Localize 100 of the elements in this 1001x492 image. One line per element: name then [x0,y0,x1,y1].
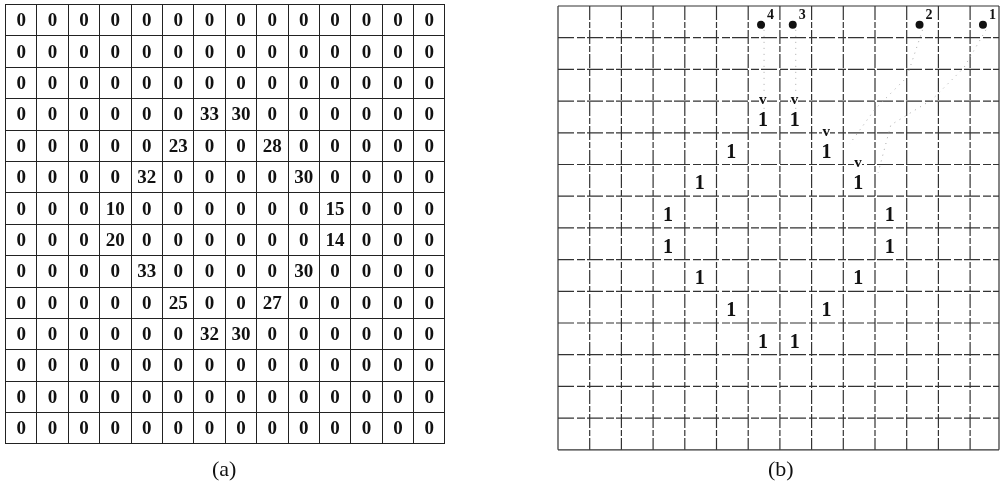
grid-number: 0 [47,417,58,439]
grid-number: 0 [204,40,215,62]
grid-number: 0 [361,9,372,31]
grid-number: 0 [393,9,403,31]
grid-number: 0 [142,417,152,439]
grid-number: 0 [173,9,183,31]
grid-number: 0 [267,385,278,407]
dot-number: 1 [988,7,996,22]
grid-number: 0 [424,166,434,188]
grid-number: 33 [137,260,157,282]
grid-number: 0 [393,228,403,250]
grid-number: 0 [298,323,309,345]
grid-number: 0 [204,9,215,31]
grid-number: 0 [267,9,278,31]
grid-number: 0 [16,417,26,439]
grid-number: 0 [424,323,434,345]
grid-number: 0 [267,417,278,439]
grid-number: 0 [393,197,403,219]
grid-number: 0 [110,71,121,93]
grid-number: 0 [204,354,215,376]
grid-number: 30 [294,166,314,188]
grid-number: 0 [361,417,372,439]
grid-number: 0 [298,385,309,407]
grid-number: 0 [361,354,372,376]
grid-number: 0 [110,354,121,376]
grid-number: 0 [142,40,152,62]
grid-number: 32 [137,166,157,188]
grid-number: 0 [142,9,152,31]
grid-number: 1 [662,235,673,256]
grid-number: 0 [47,103,58,125]
grid-number: 0 [142,354,152,376]
grid-number: 0 [267,103,278,125]
grid-number: 0 [330,40,340,62]
grid-number: 0 [236,166,246,188]
grid-number: 0 [16,354,26,376]
grid-number: 0 [267,40,278,62]
grid-number: 0 [236,291,246,313]
grid-number: 1 [758,108,769,129]
grid-number: 0 [110,103,121,125]
grid-number: 0 [393,354,403,376]
grid-number: 1 [694,267,705,288]
grid-number: 0 [267,323,278,345]
grid-number: 0 [236,71,246,93]
grid-number: 1 [789,330,800,351]
grid-number: 0 [298,134,309,156]
grid-number: 1 [884,235,895,256]
grid-number: 1 [884,204,895,225]
grid-number: 0 [204,417,215,439]
grid-number: 0 [298,291,309,313]
grid-number: 0 [330,354,340,376]
panel-caption: (b) [768,458,794,480]
grid-number: 0 [330,166,340,188]
grid-number: 0 [47,134,58,156]
grid-number: 0 [361,291,372,313]
grid-number: 0 [393,40,403,62]
grid-number: 14 [325,228,345,250]
grid-number: 0 [267,354,278,376]
grid-number: 0 [330,9,340,31]
grid-number: 0 [142,228,152,250]
grid-number: 0 [393,291,403,313]
grid-number: 0 [79,71,89,93]
grid-number: 0 [142,134,152,156]
grid-number: 0 [361,71,372,93]
grid-number: 0 [236,417,246,439]
grid-number: 0 [330,134,340,156]
grid-number: 0 [298,9,309,31]
grid-number: 33 [200,103,220,125]
grid-number: 25 [168,291,188,313]
grid-number: 0 [298,40,309,62]
grid-number: 0 [47,166,58,188]
grid-number: 0 [110,260,121,282]
grid-number: 0 [361,260,372,282]
grid-number: 0 [173,260,183,282]
grid-number: 0 [110,291,121,313]
grid-number: 0 [298,354,309,376]
grid-number: 0 [298,103,309,125]
grid-number: 0 [47,291,58,313]
grid-number: 1 [726,140,737,161]
grid-number: 0 [173,197,183,219]
grid-number: 0 [16,103,26,125]
grid-number: 0 [330,260,340,282]
grid-number: 0 [236,228,246,250]
grid-number: 0 [361,228,372,250]
grid-number: 0 [110,166,121,188]
grid-number: 0 [393,103,403,125]
grid-number: 0 [79,291,89,313]
grid-number: 0 [424,103,434,125]
grid-number: 1 [694,172,705,193]
grid-number: 0 [110,40,121,62]
grid-number: 0 [361,40,372,62]
grid-number: 0 [142,71,152,93]
grid-number: 0 [173,228,183,250]
grid-number: 0 [393,134,403,156]
grid-number: 0 [110,417,121,439]
grid-number: 0 [393,323,403,345]
grid-number: 0 [79,417,89,439]
grid-number: 0 [393,260,403,282]
grid-number: 0 [236,197,246,219]
grid-number: 0 [16,134,26,156]
grid-number: 15 [325,197,345,219]
